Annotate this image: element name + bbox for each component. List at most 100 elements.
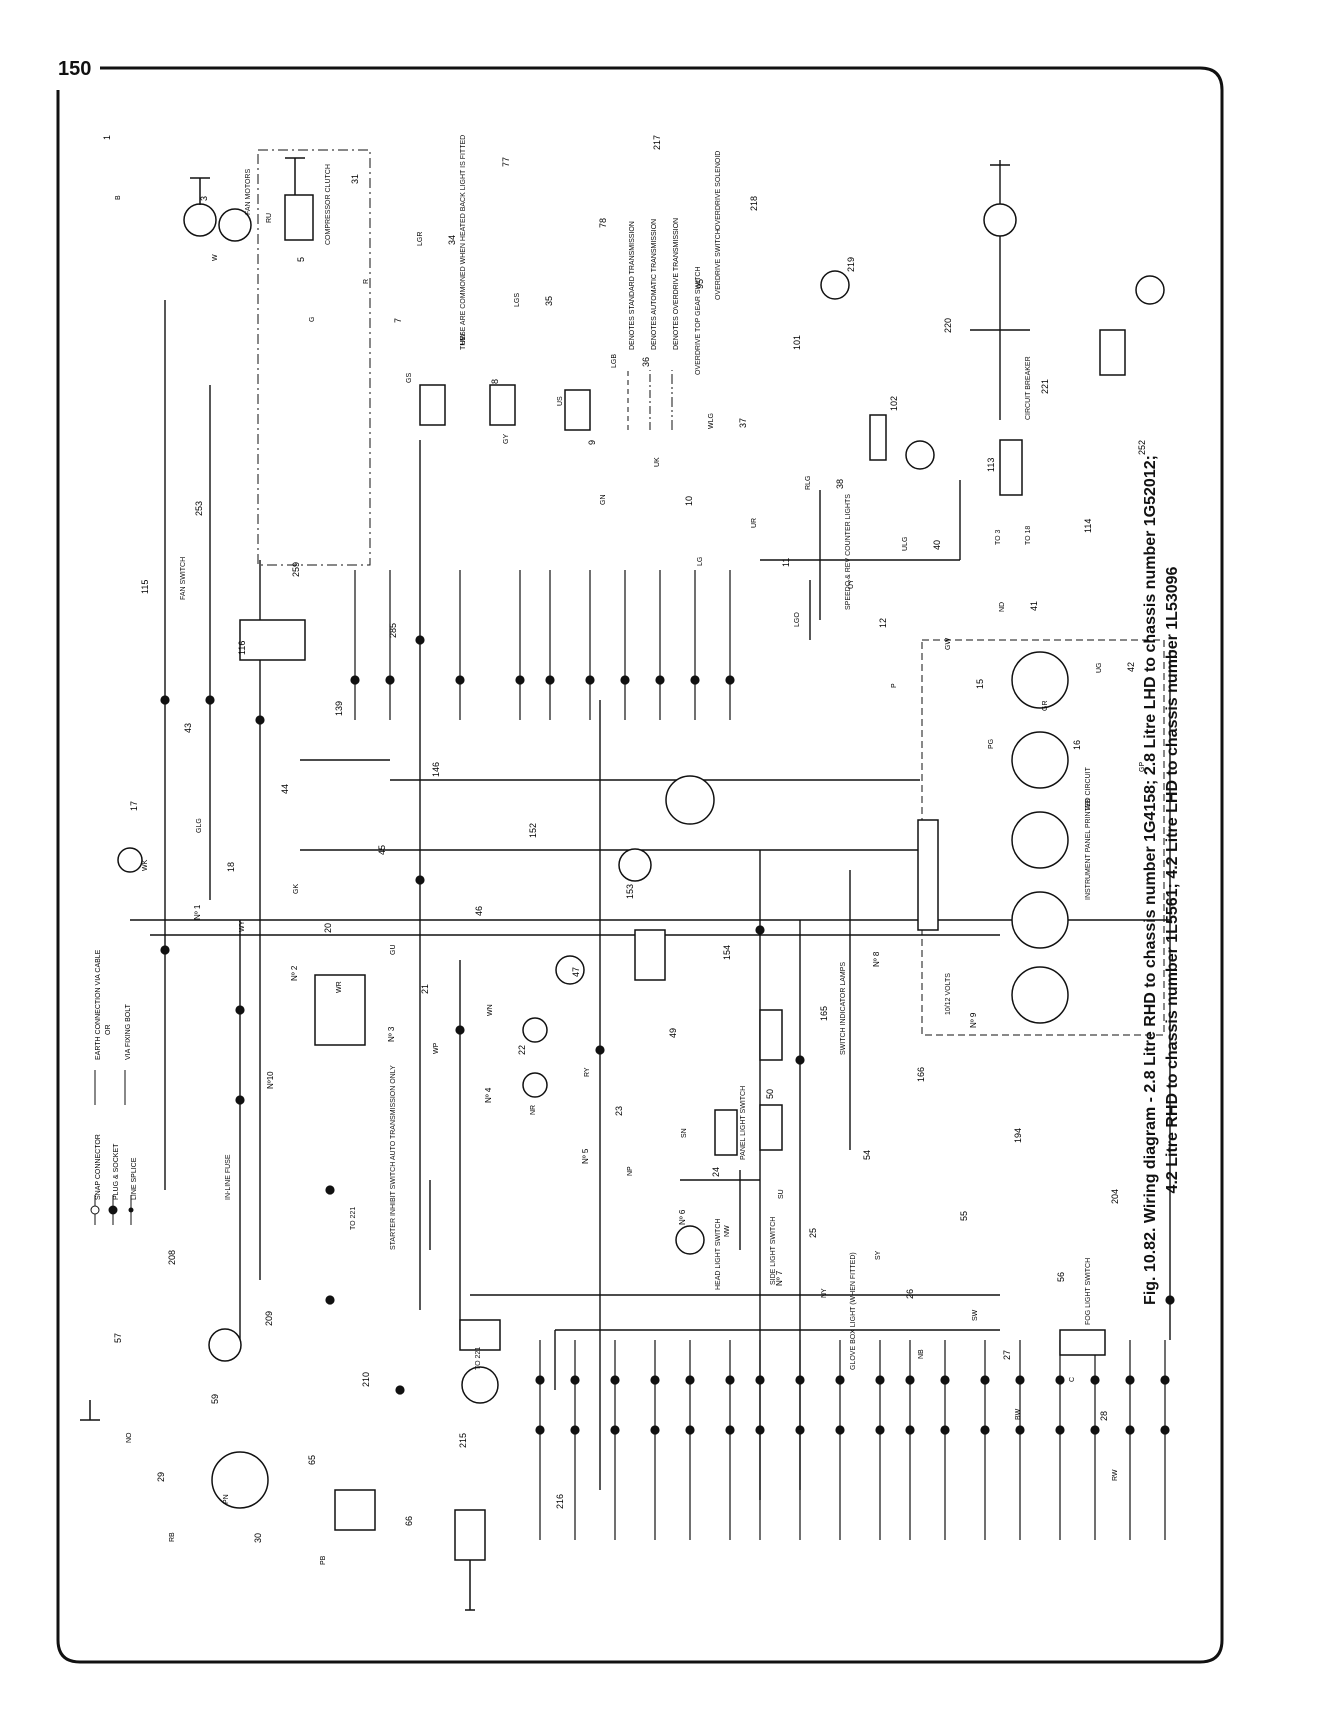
component-number: 166	[916, 1067, 926, 1082]
legend-earth-cable: EARTH CONNECTION VIA CABLE	[95, 949, 102, 1060]
cable-colour-code: GN	[600, 495, 607, 506]
cable-colour-code: PB	[320, 1555, 327, 1565]
cable-colour-code: WN	[487, 1004, 494, 1016]
component-number: 24	[711, 1167, 721, 1177]
component-number: 49	[668, 1028, 678, 1038]
component-number: 54	[862, 1150, 872, 1160]
cable-colour-code: GY	[503, 434, 510, 444]
legend-overdrive-trans: DENOTES OVERDRIVE TRANSMISSION	[673, 218, 680, 350]
component-number: 65	[307, 1455, 317, 1465]
note-od-solenoid: OVERDRIVE SOLENOID	[715, 151, 722, 230]
cable-colour-code: WK	[142, 859, 149, 871]
component-number: 165	[819, 1006, 829, 1021]
component-number: 21	[420, 984, 430, 994]
component-number: 16	[1072, 740, 1082, 750]
component-number: 18	[226, 862, 236, 872]
component-number: 3	[199, 196, 209, 201]
component-number: 259	[291, 562, 301, 577]
cable-colour-code: WP	[433, 1042, 440, 1054]
component-number: 253	[194, 501, 204, 516]
note-starter-inhibit: STARTER INHIBIT SWITCH AUTO TRANSMISSION…	[390, 1065, 397, 1250]
wires	[130, 160, 1171, 1500]
earth-symbols	[80, 157, 1010, 1611]
cable-colour-code: ULG	[902, 537, 909, 551]
component-number: 37	[738, 418, 748, 428]
cable-colour-code: LGB	[611, 354, 618, 368]
cable-colour-code: NW	[724, 1225, 731, 1237]
component-number: 208	[167, 1250, 177, 1265]
component-number: 22	[517, 1045, 527, 1055]
figure-caption-line2: 4.2 Litre RHD to chassis number 1L5561; …	[1164, 566, 1181, 1194]
fuse-label: Nº 9	[969, 1012, 978, 1028]
component-number: 55	[959, 1211, 969, 1221]
component-number: 153	[625, 884, 635, 899]
component-number: 10	[684, 496, 694, 506]
component-number: 217	[652, 135, 662, 150]
cable-colour-code: NB	[918, 1349, 925, 1359]
component-number: 15	[975, 679, 985, 689]
cable-colour-code: WLG	[708, 413, 715, 429]
cable-colour-code: NO	[126, 1432, 133, 1443]
component-number: 7	[393, 318, 403, 323]
component-number: 78	[598, 218, 608, 228]
component-number: 20	[323, 923, 333, 933]
top-terminals	[350, 570, 735, 720]
cable-colour-code: SN	[681, 1128, 688, 1138]
note-side-light: SIDE LIGHT SWITCH	[770, 1217, 777, 1285]
fuse-label: Nº 4	[484, 1087, 493, 1103]
cable-colour-code: GS	[406, 373, 413, 383]
component-number: 26	[905, 1289, 915, 1299]
cable-colour-code: UG	[1096, 663, 1103, 674]
cable-colour-code: GP	[1139, 762, 1146, 772]
component-number: 42	[1126, 662, 1136, 672]
cable-colour-code: WB	[1085, 798, 1092, 810]
component-number: 34	[447, 235, 457, 245]
fuse-label: Nº 7	[775, 1270, 784, 1286]
cable-colour-code: BW	[1015, 1408, 1022, 1420]
note-fog-light: FOG LIGHT SWITCH	[1085, 1258, 1092, 1325]
note-compressor: COMPRESSOR CLUTCH	[325, 164, 332, 245]
note-panel-light: PANEL LIGHT SWITCH	[740, 1086, 747, 1160]
component-number: 113	[986, 458, 996, 472]
note-head-light: HEAD LIGHT SWITCH	[715, 1219, 722, 1290]
gauges	[1011, 651, 1069, 1024]
component-number: 17	[129, 801, 139, 811]
cable-colour-code: W	[212, 254, 219, 261]
legend-plug-socket: PLUG & SOCKET	[113, 1143, 120, 1200]
component-number: 12	[878, 618, 888, 628]
component-number: 35	[544, 296, 554, 306]
component-number: 220	[943, 318, 953, 333]
cable-colour-code: RB	[169, 1532, 176, 1542]
connectors	[160, 635, 1175, 1395]
component-number: 45	[377, 845, 387, 855]
cable-colour-code: B	[115, 195, 122, 200]
component-number: 139	[334, 701, 344, 716]
cable-colour-code: UY	[848, 579, 855, 589]
note-switch-indicator: SWITCH INDICATOR LAMPS	[840, 962, 847, 1055]
cable-colour-code: GK	[293, 884, 300, 894]
component-number: 215	[458, 1433, 468, 1448]
cable-colour-code: SY	[875, 1250, 882, 1260]
cable-colour-code: US	[557, 396, 564, 406]
legend-line-splice: LINE SPLICE	[131, 1157, 138, 1200]
component-number: 66	[404, 1516, 414, 1526]
component-number: 8	[490, 379, 500, 384]
cable-colour-code: UW	[460, 333, 467, 345]
component-number: 285	[388, 623, 398, 638]
cable-colour-code: G	[309, 317, 316, 322]
cable-colour-code: LGS	[514, 293, 521, 307]
cable-colour-code: WY	[239, 920, 246, 932]
instrument-panel-box	[921, 639, 1165, 1036]
cable-colour-code: GR	[1042, 701, 1049, 712]
component-number: 77	[501, 157, 511, 167]
note-to3: TO 3	[995, 529, 1002, 545]
component-number: 25	[808, 1228, 818, 1238]
cable-colour-code: LGO	[794, 612, 801, 627]
component-number: 29	[156, 1472, 166, 1482]
cable-colour-code: NP	[627, 1166, 634, 1176]
component-number: 146	[431, 762, 441, 777]
component-number: 5	[296, 257, 306, 262]
component-number: 30	[253, 1533, 263, 1543]
compressor-box	[257, 149, 371, 566]
printed-circuit-connector	[917, 819, 939, 931]
